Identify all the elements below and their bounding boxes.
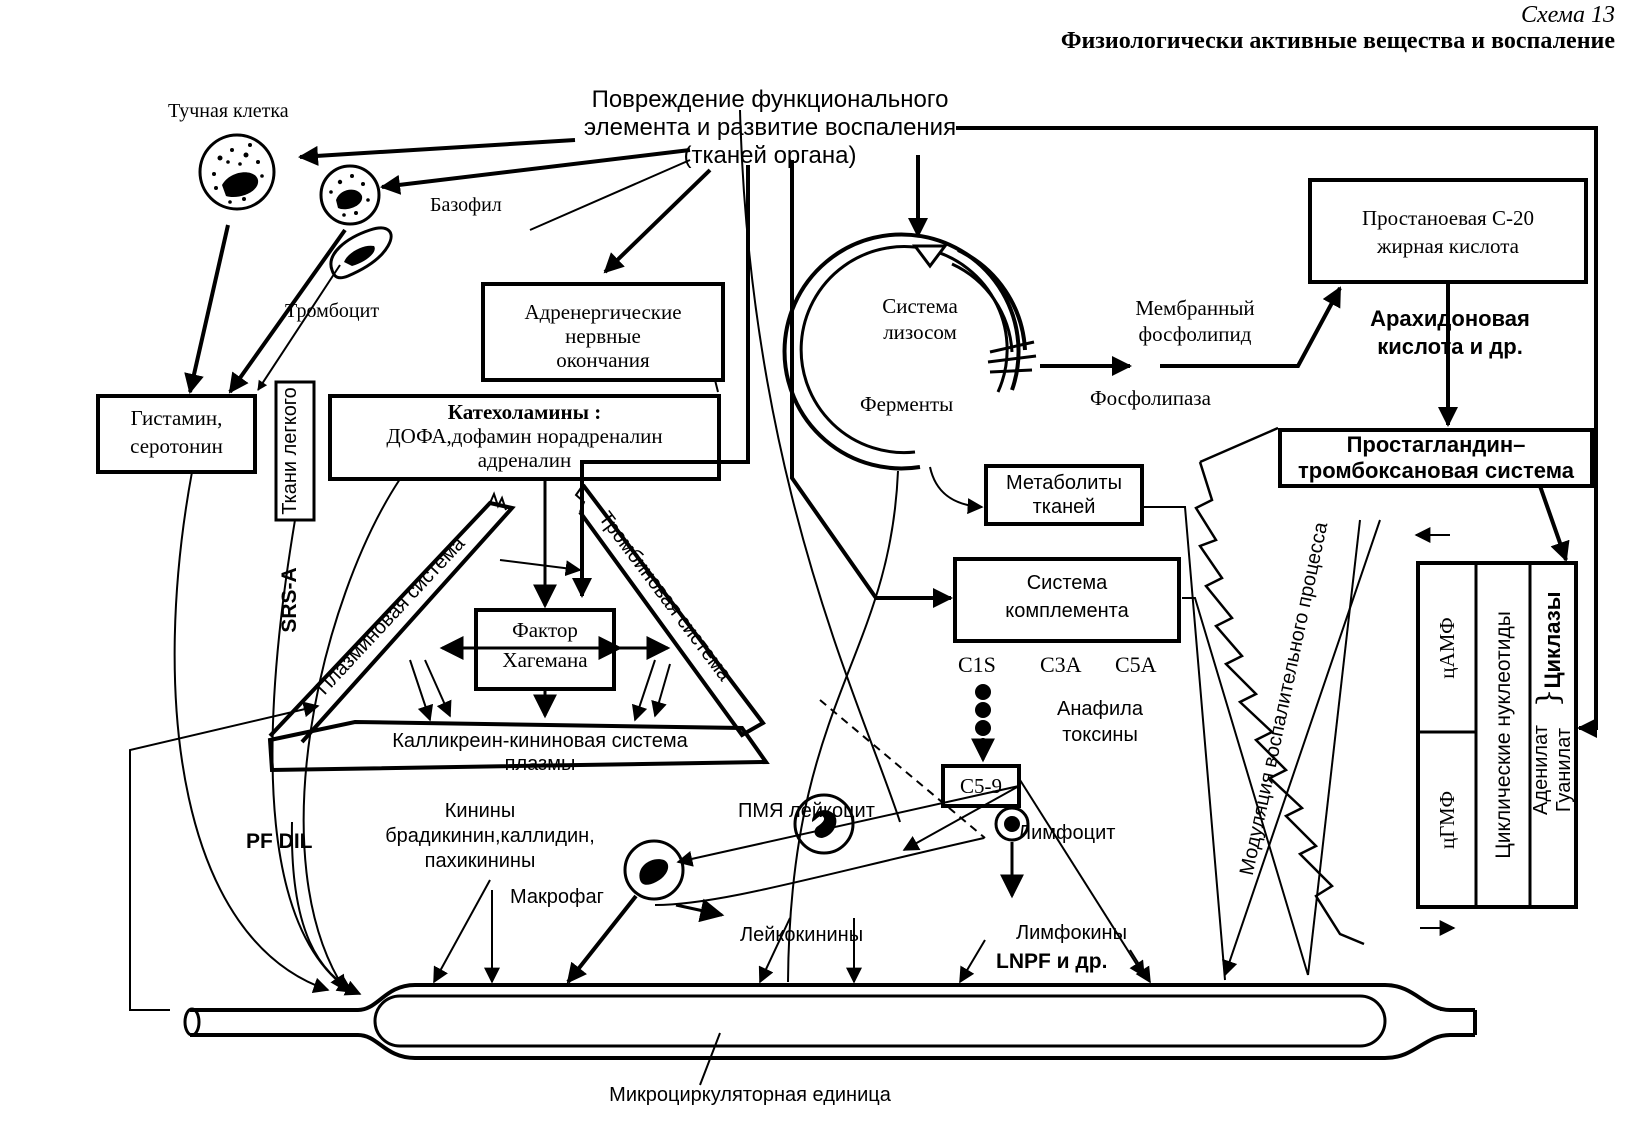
histamine-box [96, 394, 257, 474]
top-cause-line2: элемента и развитие воспаления [583, 114, 957, 141]
top-cause-line1: Повреждение функционального [591, 86, 949, 113]
prostaglandin-text-2: тромбоксановая система [1298, 458, 1574, 483]
microcirculation-vessel [183, 983, 1477, 1086]
catecholamine-text-3: адреналин [477, 448, 572, 472]
basophil-label: Базофил [430, 194, 502, 216]
metabolites-text-1: Метаболиты [1006, 472, 1122, 494]
hageman-text-2: Хагемана [502, 648, 588, 672]
lysosome-text-2: лизосом [883, 320, 957, 344]
lymphocyte-label: Лимфоцит [1018, 822, 1116, 844]
mast-cell [198, 133, 276, 211]
platelet-cell [329, 226, 393, 280]
arachidonic-text-2: кислота и др. [1377, 334, 1523, 359]
pfdil-label: PF DIL [246, 830, 313, 853]
lysosome-text-1: Система [882, 294, 958, 318]
pmn-label: ПМЯ лейкоцит [738, 800, 875, 822]
kallikrein-text-1: Калликреин-кининовая система [392, 730, 688, 752]
lymphocyte-cell [994, 806, 1030, 842]
guanylate-label: Гуанилат [1553, 728, 1575, 812]
complement-cascade-dots [975, 684, 991, 736]
complement-box [953, 557, 1181, 643]
enzymes-label: Ферменты [860, 392, 954, 416]
basophil-cell [319, 164, 381, 226]
arrows [184, 126, 1598, 984]
prostaglandin-box [1278, 428, 1594, 488]
lung-label: Ткани легкого [279, 387, 301, 515]
c3a-label: С3А [1040, 652, 1082, 677]
kinins-text-2: брадикинин,каллидин, [385, 825, 595, 847]
brace-glyph: } [1531, 688, 1566, 707]
platelet-label: Тромбоцит [285, 300, 380, 322]
kallikrein-text-2: плазмы [504, 753, 576, 775]
c1s-label: С1S [958, 652, 996, 677]
adrenergic-text-2: нервные [565, 324, 641, 348]
leukokinins-label: Лейкокинины [740, 924, 864, 946]
scheme-number: Схема 13 [1520, 2, 1615, 28]
anaphylatoxins-text-1: Анафила [1057, 698, 1143, 720]
camp-label: цАМФ [1435, 617, 1459, 678]
metabolites-box [984, 464, 1144, 526]
adrenergic-text-1: Адренергические [524, 300, 682, 324]
nucleotides-label: Циклические нуклеотиды [1492, 611, 1515, 859]
membrane-text-2: фосфолипид [1138, 322, 1252, 346]
phospholipase-label: Фосфолипаза [1090, 386, 1211, 410]
membrane-text-1: Мембранный [1135, 296, 1255, 320]
prostanoic-text-1: Простаноевая С-20 [1362, 206, 1534, 230]
microcirculation-label: Микроциркуляторная единица [609, 1084, 891, 1106]
macrophage-label: Макрофаг [510, 886, 604, 908]
cyclases-label: Циклазы [1540, 591, 1565, 688]
nucleotides-box [1416, 561, 1578, 909]
prostaglandin-text-1: Простагландин– [1346, 432, 1526, 457]
modulation-zigzag [1194, 426, 1365, 946]
mast-cell-label: Тучная клетка [168, 100, 289, 122]
page-title: Физиологически активные вещества и воспа… [1060, 28, 1615, 54]
macrophage-cell [623, 839, 685, 901]
c5a-label: С5А [1115, 652, 1157, 677]
prostanoic-box [1308, 178, 1588, 284]
adenylate-label: Аденилат [1530, 725, 1552, 815]
srsa-label: SRS-A [278, 567, 301, 632]
anaphylatoxins-text-2: токсины [1062, 724, 1138, 746]
adrenergic-text-3: окончания [556, 348, 650, 372]
top-cause-line3: (тканей органа) [683, 142, 857, 169]
prostanoic-text-2: жирная кислота [1377, 234, 1519, 258]
metabolites-text-2: тканей [1032, 496, 1096, 518]
arachidonic-text-1: Арахидоновая [1370, 306, 1530, 331]
catecholamine-text-1: Катехоламины : [447, 400, 602, 424]
modulation-label: Модуляция воспалительного процесса [1236, 519, 1333, 877]
histamine-text-2: серотонин [130, 434, 223, 458]
hageman-text-1: Фактор [512, 618, 578, 642]
lnpf-label: LNPF и др. [996, 950, 1108, 973]
kinins-text-3: пахикинины [424, 850, 536, 872]
catecholamine-box [328, 394, 721, 481]
plasmin-label: Плазминовая система [312, 532, 470, 699]
cgmp-label: цГМФ [1435, 791, 1459, 849]
lymphokines-label: Лимфокины [1016, 922, 1127, 944]
histamine-text-1: Гистамин, [130, 406, 223, 430]
c59-text: С5-9 [960, 774, 1002, 798]
complement-text-2: комплемента [1005, 600, 1129, 622]
adrenergic-box [481, 282, 725, 382]
catecholamine-text-2: ДОФА,дофамин норадреналин [386, 424, 663, 448]
mediator-curves [129, 109, 1460, 1011]
kinins-text-1: Кинины [444, 800, 516, 822]
lysosome-ring [782, 232, 1037, 471]
complement-text-1: Система [1026, 572, 1108, 594]
